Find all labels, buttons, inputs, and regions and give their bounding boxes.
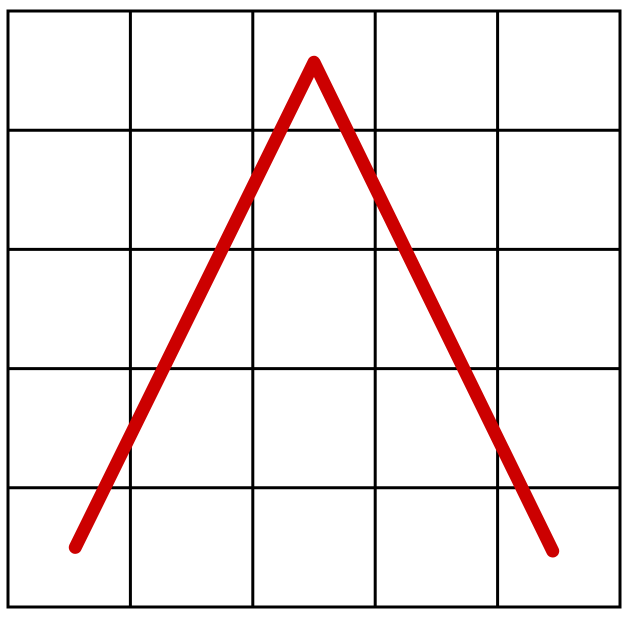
- grid: [6, 9, 622, 609]
- grid-background: [8, 11, 620, 607]
- red-peak-path: [68, 55, 560, 558]
